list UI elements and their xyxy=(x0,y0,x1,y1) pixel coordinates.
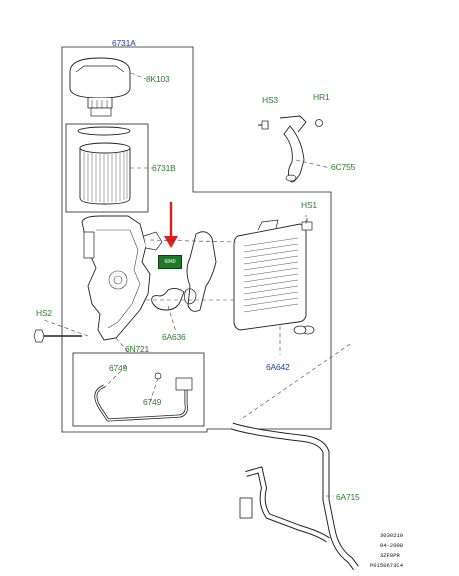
ref-line-1: 3030210 xyxy=(380,532,404,539)
label-6731a: 6731A xyxy=(112,38,136,48)
label-hs3: HS3 xyxy=(262,95,278,105)
red-arrow-icon xyxy=(164,202,178,248)
label-6a715: 6A715 xyxy=(336,492,360,502)
assembly-outline xyxy=(61,46,332,433)
gasket-figure8-icon xyxy=(186,231,217,312)
oil-filter-cap-icon xyxy=(69,57,131,117)
label-hr1: HR1 xyxy=(313,92,330,102)
ref-line-4: P0150673C4 xyxy=(370,562,404,569)
lower-hose-icon xyxy=(230,422,359,571)
label-6n721: 6N721 xyxy=(125,344,150,354)
filter-housing-icon xyxy=(81,215,163,341)
gasket-6a636-icon xyxy=(151,287,185,311)
kit-subbox xyxy=(72,352,205,427)
label-6731b: 6731B xyxy=(152,163,176,173)
oil-cooler-icon xyxy=(233,219,315,335)
bolt-hs2-icon xyxy=(33,329,82,343)
label-6749-a: 6749 xyxy=(109,363,128,373)
kit-pipe-icon xyxy=(94,372,193,422)
clip-hr1-icon xyxy=(315,119,323,127)
label-8k103: 8K103 xyxy=(146,74,170,84)
bolt-hs1-icon xyxy=(301,218,313,231)
highlighted-part-label[interactable]: 6840 xyxy=(158,255,182,269)
ref-line-2: 04-2008 xyxy=(380,542,404,549)
gasket-small-icon xyxy=(184,288,197,305)
label-hs2: HS2 xyxy=(36,308,52,318)
o-ring-icon xyxy=(77,126,131,136)
label-6749-b: 6749 xyxy=(143,397,162,407)
label-6c755: 6C755 xyxy=(331,162,356,172)
label-6a642: 6A642 xyxy=(266,362,290,372)
ref-line-3: 3ZF0PR xyxy=(380,552,400,559)
filter-element-icon xyxy=(79,142,131,205)
label-hs1: HS1 xyxy=(301,200,317,210)
pipe-6c755-icon xyxy=(258,115,307,183)
label-6a636: 6A636 xyxy=(162,332,186,342)
leader-lines xyxy=(43,72,351,497)
